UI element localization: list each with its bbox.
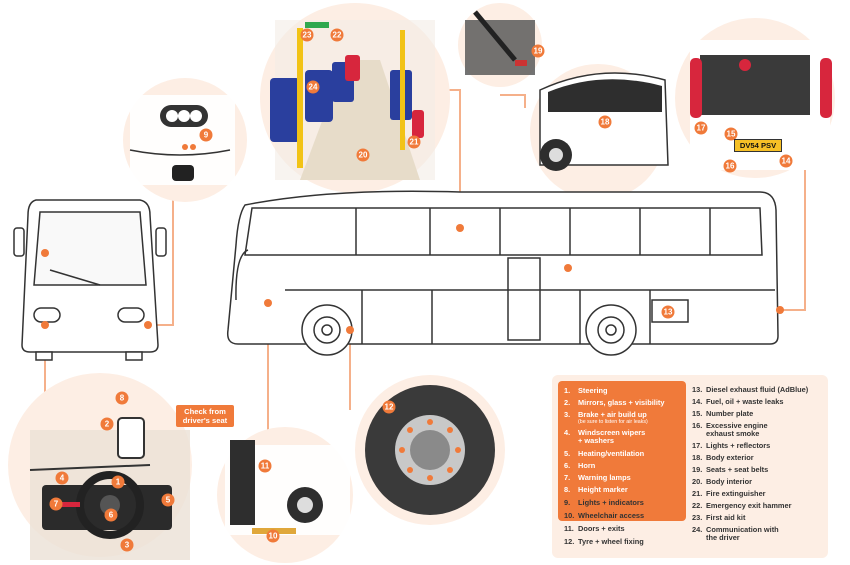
legend-item-1: 1.Steering xyxy=(564,386,608,395)
legend-item-10: 10.Wheelchair access xyxy=(564,511,645,520)
wheel-detail xyxy=(365,385,495,515)
svg-text:6: 6 xyxy=(109,511,114,520)
seatbelt-detail xyxy=(465,10,535,75)
headlight-detail xyxy=(129,95,235,185)
legend-item-20: 20.Body interior xyxy=(692,477,752,486)
svg-text:2: 2 xyxy=(105,420,110,429)
svg-text:3: 3 xyxy=(125,541,130,550)
svg-text:1: 1 xyxy=(116,478,121,487)
interior-detail xyxy=(270,20,435,180)
badge-4: 4 xyxy=(55,471,69,485)
legend-item-12: 12.Tyre + wheel fixing xyxy=(564,537,644,546)
svg-text:15: 15 xyxy=(727,130,736,139)
svg-text:20: 20 xyxy=(359,151,368,160)
badge-8: 8 xyxy=(115,391,129,405)
badge-6: 6 xyxy=(104,508,118,522)
badge-23: 23 xyxy=(300,28,314,42)
badge-3: 3 xyxy=(120,538,134,552)
legend-item-11: 11.Doors + exits xyxy=(564,524,625,533)
svg-text:9: 9 xyxy=(204,131,209,140)
legend-panel: 1.Steering 2.Mirrors, glass + visibility… xyxy=(552,375,828,558)
badge-19: 19 xyxy=(531,44,545,58)
legend-item-21: 21.Fire extinguisher xyxy=(692,489,766,498)
cockpit-detail xyxy=(29,417,190,560)
legend-item-6: 6.Horn xyxy=(564,461,596,470)
badge-17: 17 xyxy=(694,121,708,135)
svg-text:19: 19 xyxy=(534,47,543,56)
legend-item-23: 23.First aid kit xyxy=(692,513,746,522)
legend-item-5: 5.Heating/ventilation xyxy=(564,449,645,458)
bus-side-view xyxy=(226,190,779,356)
svg-text:16: 16 xyxy=(726,162,735,171)
svg-text:4: 4 xyxy=(60,474,65,483)
badge-1: 1 xyxy=(111,475,125,489)
check-from-driver-seat-callout: Check from driver's seat xyxy=(176,405,234,427)
legend-item-3: 3.Brake + air build up(be sure to listen… xyxy=(564,410,648,426)
svg-text:18: 18 xyxy=(601,118,610,127)
svg-text:22: 22 xyxy=(333,31,342,40)
svg-text:10: 10 xyxy=(269,532,278,541)
badge-5: 5 xyxy=(161,493,175,507)
number-plate: DV54 PSV xyxy=(734,139,782,152)
bus-front-view xyxy=(13,199,167,361)
legend-item-4: 4.Windscreen wipers+ washers xyxy=(564,428,646,446)
number-badges: 1 2 3 4 5 6 7 8 9 10 11 12 13 14 15 16 1… xyxy=(49,28,793,552)
legend-item-7: 7.Warning lamps xyxy=(564,473,631,482)
badge-16: 16 xyxy=(723,159,737,173)
badge-24: 24 xyxy=(306,80,320,94)
badge-9: 9 xyxy=(199,128,213,142)
badge-11: 11 xyxy=(258,459,272,473)
anchor-dots xyxy=(41,224,784,334)
legend-item-19: 19.Seats + seat belts xyxy=(692,465,769,474)
legend-item-13: 13.Diesel exhaust fluid (AdBlue) xyxy=(692,385,809,394)
svg-text:5: 5 xyxy=(166,496,171,505)
legend-primary-block: 1.Steering 2.Mirrors, glass + visibility… xyxy=(558,381,686,521)
legend-item-17: 17.Lights + reflectors xyxy=(692,441,771,450)
legend-item-2: 2.Mirrors, glass + visibility xyxy=(564,398,665,407)
svg-text:21: 21 xyxy=(410,138,419,147)
svg-text:8: 8 xyxy=(120,394,125,403)
badge-13: 13 xyxy=(661,305,675,319)
svg-text:23: 23 xyxy=(303,31,312,40)
ramp-detail xyxy=(225,440,350,535)
legend-item-8: 8.Height marker xyxy=(564,485,628,494)
legend-item-18: 18.Body exterior xyxy=(692,453,754,462)
svg-text:17: 17 xyxy=(697,124,706,133)
legend-item-9: 9.Lights + indicators xyxy=(564,498,644,507)
legend-item-14: 14.Fuel, oil + waste leaks xyxy=(692,397,784,406)
badge-10: 10 xyxy=(266,529,280,543)
badge-21: 21 xyxy=(407,135,421,149)
badge-12: 12 xyxy=(382,400,396,414)
svg-text:12: 12 xyxy=(385,403,394,412)
badge-18: 18 xyxy=(598,115,612,129)
svg-text:7: 7 xyxy=(54,500,59,509)
legend-item-15: 15.Number plate xyxy=(692,409,754,418)
svg-text:13: 13 xyxy=(664,308,673,317)
badge-2: 2 xyxy=(100,417,114,431)
badge-15: 15 xyxy=(724,127,738,141)
svg-text:11: 11 xyxy=(261,462,270,471)
badge-22: 22 xyxy=(330,28,344,42)
rear-detail xyxy=(690,40,832,170)
svg-text:24: 24 xyxy=(309,83,318,92)
svg-text:14: 14 xyxy=(782,157,791,166)
legend-item-22: 22.Emergency exit hammer xyxy=(692,501,792,510)
badge-20: 20 xyxy=(356,148,370,162)
badge-7: 7 xyxy=(49,497,63,511)
badge-14: 14 xyxy=(779,154,793,168)
